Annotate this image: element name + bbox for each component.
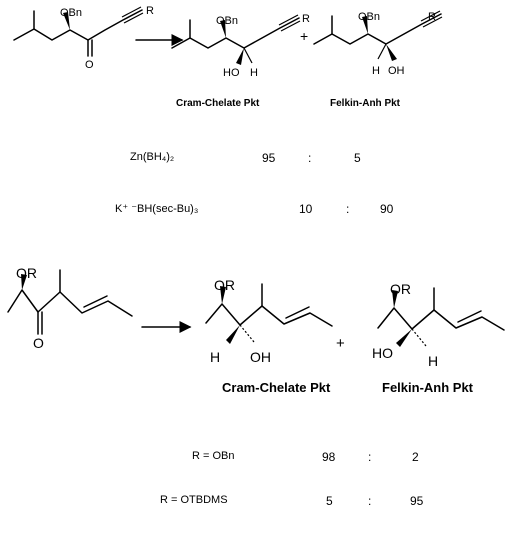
p2-oh-label: OH — [388, 65, 405, 77]
p1-h-label: H — [250, 67, 258, 79]
scheme2-row2-substituent: R = OTBDMS — [160, 494, 228, 506]
scheme2-felkin-product: OR HO H — [372, 281, 505, 369]
p2-r-label: R — [428, 11, 436, 23]
p1-ho-label: HO — [223, 67, 240, 79]
p4-ho-label: HO — [372, 345, 393, 361]
scheme1-row1-reagent: Zn(BH₄)₂ — [130, 151, 175, 163]
scheme1-row2-sep: : — [346, 202, 350, 216]
p1-obn-label: OBn — [216, 15, 238, 27]
p3-oh-label: OH — [250, 349, 271, 365]
scheme1-felkin-product: OBn R H OH — [313, 10, 443, 77]
scheme1-cram-label: Cram-Chelate Pkt — [176, 98, 260, 109]
scheme2-cram-product: OR H OH — [205, 277, 333, 365]
p2-h-label: H — [372, 65, 380, 77]
scheme1-row2-felkin: 90 — [380, 202, 394, 216]
sm2-or-label: OR — [16, 265, 37, 281]
scheme1-row1-sep: : — [308, 151, 312, 165]
scheme1-row2-reagent: K⁺ ⁻BH(sec-Bu)₃ — [115, 203, 199, 215]
scheme2-row2-felkin: 95 — [410, 494, 424, 508]
scheme1-row1-cram: 95 — [262, 151, 276, 165]
p1-r-label: R — [302, 13, 310, 25]
scheme1-row2-cram: 10 — [299, 202, 313, 216]
scheme1-starting-material: OBn R O — [13, 5, 154, 71]
scheme2-starting-material: OR O — [7, 265, 133, 351]
p3-or-label: OR — [214, 277, 235, 293]
scheme1-row1-felkin: 5 — [354, 151, 361, 165]
scheme2-cram-label: Cram-Chelate Pkt — [222, 380, 331, 395]
scheme2-plus: + — [336, 335, 345, 352]
scheme1-felkin-label: Felkin-Anh Pkt — [330, 98, 401, 109]
scheme2-row2-sep: : — [368, 494, 372, 508]
scheme2-row1-felkin: 2 — [412, 450, 419, 464]
p4-or-label: OR — [390, 281, 411, 297]
sm1-obn-label: OBn — [60, 7, 82, 19]
p3-h-label: H — [210, 349, 220, 365]
sm1-o-label: O — [85, 59, 94, 71]
scheme1-cram-product: OBn R HO H — [171, 13, 310, 79]
sm1-r-label: R — [146, 5, 154, 17]
scheme1-plus: + — [300, 28, 308, 44]
scheme2-row1-cram: 98 — [322, 450, 336, 464]
sm2-o-label: O — [33, 335, 44, 351]
scheme2-row1-sep: : — [368, 450, 372, 464]
p4-h-label: H — [428, 353, 438, 369]
scheme2-row2-cram: 5 — [326, 494, 333, 508]
scheme2-felkin-label: Felkin-Anh Pkt — [382, 380, 474, 395]
p2-obn-label: OBn — [358, 11, 380, 23]
scheme2-row1-substituent: R = OBn — [192, 450, 235, 462]
